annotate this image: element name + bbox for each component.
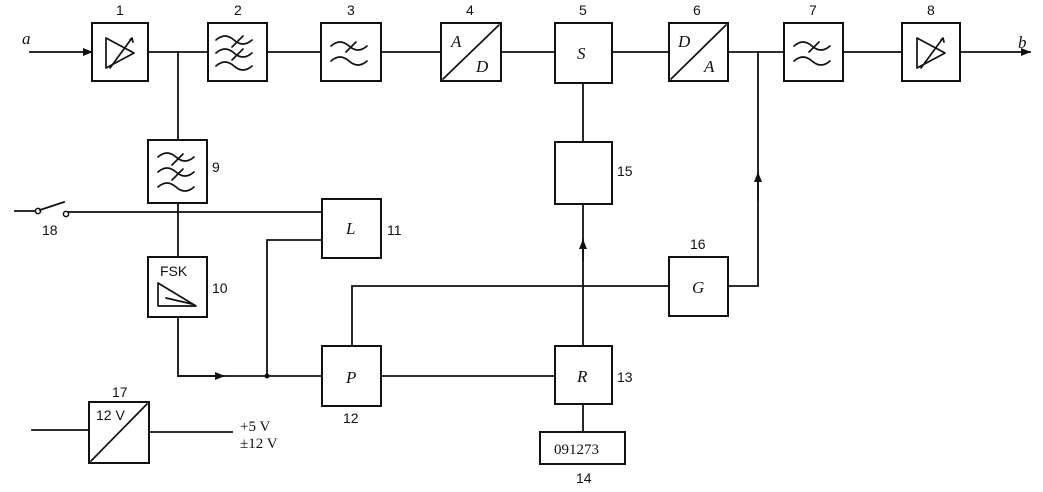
filter-icon (330, 41, 368, 66)
block-15: 15 (554, 141, 633, 205)
block-6-dac: D A 6 (668, 2, 729, 82)
amplifier-icon (105, 37, 135, 69)
block-1-amplifier: 1 (91, 2, 149, 82)
block-12-label: P (345, 368, 356, 387)
block-number-label: 2 (234, 2, 242, 18)
block-number-label: 11 (387, 222, 402, 238)
junction-dot (264, 373, 270, 379)
block-2-filter: 2 (207, 2, 268, 82)
amplifier-icon (916, 37, 946, 69)
block-16-label: G (692, 278, 704, 297)
block-number-label: 18 (42, 222, 58, 238)
filter-icon (215, 35, 253, 71)
block-frame (554, 141, 613, 205)
block-14-display: 091273 14 (539, 431, 626, 486)
block-10-fsk: FSK 10 (147, 256, 228, 318)
output-label-b: b (1018, 33, 1027, 52)
block-number-label: 13 (617, 369, 633, 385)
dac-d-label: D (677, 32, 691, 51)
adc-d-label: D (475, 57, 489, 76)
block-16-g: G 16 (668, 236, 729, 317)
block-8-amplifier: 8 (901, 2, 961, 82)
block-frame (783, 22, 844, 82)
block-number-label: 12 (343, 410, 359, 426)
block-11-label: L (345, 219, 355, 238)
wires (14, 48, 1031, 433)
block-number-label: 5 (579, 2, 587, 18)
block-13-label: R (576, 367, 588, 386)
filter-icon (157, 152, 195, 192)
block-frame (147, 139, 208, 204)
block-number-label: 4 (466, 2, 474, 18)
switch-contact-right (62, 210, 70, 218)
ramp-icon (157, 282, 197, 307)
block-frame (91, 22, 149, 82)
block-number-label: 17 (112, 384, 128, 400)
fsk-label: FSK (160, 263, 188, 279)
block-5-label: S (577, 44, 586, 63)
block-number-label: 10 (212, 280, 228, 296)
switch-18: 18 (34, 200, 70, 238)
block-number-label: 3 (347, 2, 355, 18)
block-frame (901, 22, 961, 82)
supply-output-12v: ±12 V (240, 436, 278, 452)
block-frame (554, 22, 613, 84)
supply-input-label: 12 V (96, 407, 125, 423)
block-5-s: S 5 (554, 2, 613, 84)
wire-p-g (351, 285, 670, 347)
wire-l-junction (266, 239, 323, 377)
switch-lever (38, 200, 66, 212)
block-frame (321, 198, 382, 259)
block-number-label: 16 (690, 236, 706, 252)
block-number-label: 7 (809, 2, 817, 18)
block-frame (539, 431, 626, 465)
block-17-power-supply: 12 V 17 +5 V ±12 V (88, 384, 278, 464)
block-9-filter: 9 (147, 139, 220, 204)
block-frame (554, 345, 613, 405)
adc-a-label: A (450, 32, 462, 51)
block-number-label: 6 (693, 2, 701, 18)
block-frame (321, 345, 382, 407)
wire-10-p (177, 316, 323, 377)
block-frame (668, 256, 729, 317)
wire-g-da (727, 51, 759, 287)
block-4-adc: A D 4 (440, 2, 502, 82)
block-number-label: 8 (927, 2, 935, 18)
block-number-label: 9 (212, 159, 220, 175)
dac-a-label: A (703, 57, 715, 76)
block-7-filter: 7 (783, 2, 844, 82)
block-3-filter: 3 (320, 2, 382, 82)
supply-output-5v: +5 V (240, 419, 270, 435)
block-frame (320, 22, 382, 82)
input-label-a: a (22, 29, 31, 48)
block-number-label: 1 (116, 2, 124, 18)
display-value: 091273 (554, 442, 599, 458)
filter-icon (793, 41, 831, 66)
block-12-p: P 12 (321, 345, 382, 426)
block-11-l: L 11 (321, 198, 402, 259)
block-number-label: 14 (576, 470, 592, 486)
block-13-r: R 13 (554, 345, 633, 405)
block-number-label: 15 (617, 163, 633, 179)
